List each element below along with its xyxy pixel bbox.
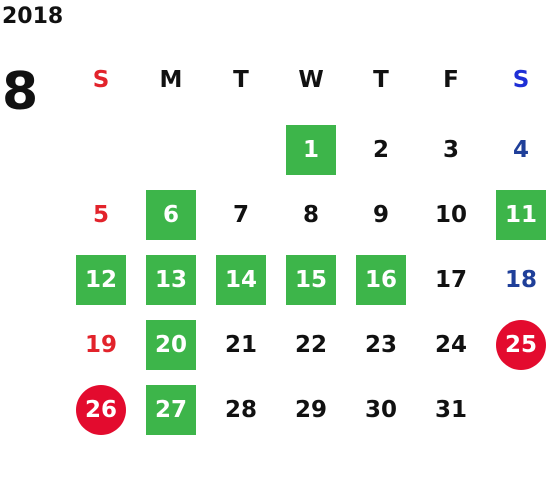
day-cell-3[interactable]: 3: [442, 136, 459, 163]
day-cell-13[interactable]: 13: [146, 255, 196, 305]
weekday-header-thursday: T: [373, 66, 389, 93]
day-cell-27[interactable]: 27: [146, 385, 196, 435]
day-cell-1[interactable]: 1: [286, 125, 336, 175]
weekday-header-sunday: S: [92, 66, 110, 93]
weekday-header-wednesday: W: [298, 66, 324, 93]
weekday-header-tuesday: T: [233, 66, 249, 93]
day-cell-21[interactable]: 21: [224, 331, 257, 358]
day-cell-24[interactable]: 24: [434, 331, 467, 358]
weekday-header-friday: F: [443, 66, 459, 93]
day-cell-6[interactable]: 6: [146, 190, 196, 240]
weekday-header-monday: M: [159, 66, 183, 93]
day-cell-7[interactable]: 7: [232, 201, 249, 228]
day-cell-25[interactable]: 25: [496, 320, 546, 370]
day-cell-8[interactable]: 8: [302, 201, 319, 228]
month-number: 8: [2, 62, 39, 122]
day-cell-17[interactable]: 17: [434, 266, 467, 293]
day-cell-22[interactable]: 22: [294, 331, 327, 358]
weekday-header-saturday: S: [512, 66, 530, 93]
day-cell-9[interactable]: 9: [372, 201, 389, 228]
day-cell-16[interactable]: 16: [356, 255, 406, 305]
empty-day-cell: [496, 385, 546, 435]
day-cell-15[interactable]: 15: [286, 255, 336, 305]
day-cell-26[interactable]: 26: [76, 385, 126, 435]
day-cell-23[interactable]: 23: [364, 331, 397, 358]
empty-day-cell: [76, 125, 126, 175]
day-cell-10[interactable]: 10: [434, 201, 467, 228]
day-cell-11[interactable]: 11: [496, 190, 546, 240]
day-cell-14[interactable]: 14: [216, 255, 266, 305]
day-cell-4[interactable]: 4: [512, 136, 529, 163]
year-label: 2018: [2, 4, 64, 29]
day-cell-29[interactable]: 29: [294, 396, 327, 423]
day-cell-28[interactable]: 28: [224, 396, 257, 423]
day-cell-19[interactable]: 19: [84, 331, 117, 358]
day-cell-18[interactable]: 18: [504, 266, 537, 293]
empty-day-cell: [146, 125, 196, 175]
day-cell-31[interactable]: 31: [434, 396, 467, 423]
day-cell-20[interactable]: 20: [146, 320, 196, 370]
day-cell-12[interactable]: 12: [76, 255, 126, 305]
day-cell-5[interactable]: 5: [92, 201, 109, 228]
day-cell-30[interactable]: 30: [364, 396, 397, 423]
day-cell-2[interactable]: 2: [372, 136, 389, 163]
empty-day-cell: [216, 125, 266, 175]
